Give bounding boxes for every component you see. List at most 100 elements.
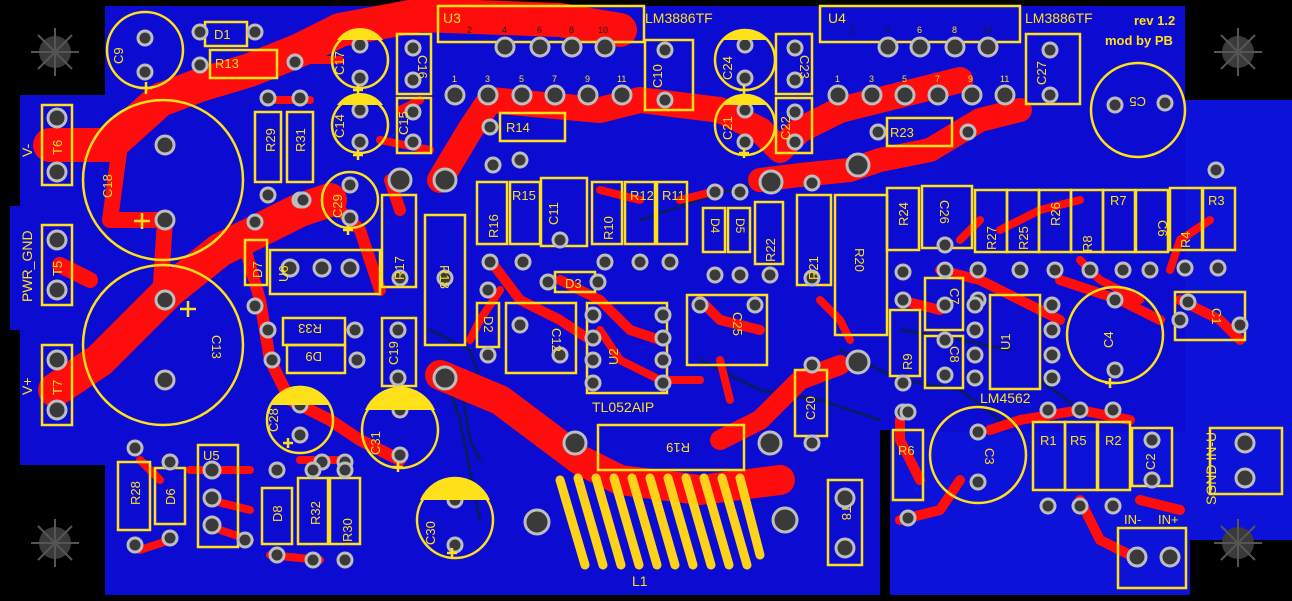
- label-c22: C22: [778, 116, 793, 140]
- u4-pin-1: 1: [835, 74, 840, 84]
- label-in-plus: IN+: [1158, 512, 1179, 527]
- label-r8: R8: [1080, 235, 1095, 252]
- label-u1-part: LM4562: [980, 390, 1031, 406]
- label-u4-part: LM3886TF: [1025, 10, 1093, 26]
- label-vplus: V+: [19, 377, 35, 395]
- label-c28: C28: [266, 408, 281, 432]
- label-d1: D1: [214, 27, 231, 42]
- label-c30: C30: [423, 521, 438, 545]
- label-u2: U2: [606, 348, 621, 365]
- label-r15: R15: [512, 188, 536, 203]
- u4-pin-6: 6: [917, 25, 922, 35]
- label-r13: R13: [215, 56, 239, 71]
- label-r18: R18: [437, 265, 452, 289]
- mounting-holes: [31, 28, 1262, 567]
- u4-pin-2: 2: [850, 25, 855, 35]
- label-r33: R33: [298, 321, 322, 336]
- label-c13: C13: [209, 335, 224, 359]
- label-r19: R19: [666, 440, 690, 455]
- label-c7: C7: [947, 288, 962, 305]
- u3-pin-5: 5: [519, 74, 524, 84]
- label-d5: D5: [733, 218, 747, 234]
- label-r5: R5: [1070, 433, 1087, 448]
- label-in-minus: IN-: [1124, 512, 1141, 527]
- u3-pin-10: 10: [598, 25, 608, 35]
- label-r32: R32: [308, 501, 323, 525]
- label-r10: R10: [601, 216, 616, 240]
- label-t7: T7: [50, 380, 65, 395]
- label-c26: C26: [937, 200, 952, 224]
- label-pwr-gnd: PWR_GND: [19, 230, 35, 302]
- u3-pin-4: 4: [502, 25, 507, 35]
- label-r27: R27: [984, 226, 999, 250]
- plus-markers: [134, 82, 1115, 558]
- label-r31: R31: [293, 128, 308, 152]
- label-r14: R14: [506, 120, 530, 135]
- board-right-pour: [890, 100, 1292, 595]
- label-c3: C3: [982, 448, 997, 465]
- label-r24: R24: [896, 202, 911, 226]
- u4-pin-7: 7: [935, 74, 940, 84]
- label-u3-part: LM3886TF: [645, 10, 713, 26]
- label-c12: C12: [549, 328, 564, 352]
- label-r16: R16: [486, 214, 501, 238]
- inductor-l1: [555, 473, 765, 570]
- u3-pin-3: 3: [485, 74, 490, 84]
- label-c27: C27: [1034, 61, 1049, 85]
- label-c4: C4: [1101, 331, 1116, 348]
- u3-pin-1: 1: [452, 74, 457, 84]
- u4-pin-9: 9: [968, 74, 973, 84]
- label-c21: C21: [720, 116, 735, 140]
- label-c5: C5: [1129, 94, 1146, 109]
- label-c2: C2: [1143, 453, 1158, 470]
- label-c23: C23: [797, 55, 812, 79]
- label-r29: R29: [263, 128, 278, 152]
- label-u1: U1: [998, 333, 1013, 350]
- label-t8: T8: [839, 505, 854, 520]
- label-r2: R2: [1105, 433, 1122, 448]
- label-u2-part: TL052AIP: [592, 399, 654, 415]
- label-r23: R23: [890, 125, 914, 140]
- label-t6: T6: [50, 140, 65, 155]
- label-c8: C8: [947, 346, 962, 363]
- label-c19: C19: [386, 341, 401, 365]
- label-c10: C10: [650, 64, 665, 88]
- label-r12: R12: [630, 188, 654, 203]
- label-u5: U5: [203, 448, 220, 463]
- label-c15: C15: [396, 111, 411, 135]
- u4-pin-3: 3: [869, 74, 874, 84]
- label-r6: R6: [898, 443, 915, 458]
- u3-pin-8: 8: [569, 25, 574, 35]
- label-r30: R30: [340, 518, 355, 542]
- label-u3: U3: [443, 10, 461, 26]
- label-c1: C1: [1209, 308, 1224, 325]
- label-d2: D2: [481, 316, 496, 333]
- label-r22: R22: [763, 238, 778, 262]
- label-r25: R25: [1016, 226, 1031, 250]
- label-c25: C25: [730, 312, 745, 336]
- label-c31: C31: [368, 431, 383, 455]
- pads: [46, 23, 1256, 569]
- label-d3: D3: [565, 276, 582, 291]
- label-c29: C29: [330, 194, 345, 218]
- label-t5: T5: [50, 261, 65, 276]
- u3-pin-9: 9: [585, 74, 590, 84]
- label-c11: C11: [546, 202, 561, 225]
- label-r4: R4: [1178, 231, 1193, 248]
- label-r11: R11: [662, 188, 685, 203]
- label-r9: R9: [900, 353, 915, 370]
- label-d8: D8: [270, 505, 285, 522]
- label-d4: D4: [708, 218, 722, 234]
- label-r3: R3: [1208, 193, 1225, 208]
- label-d7: D7: [250, 261, 265, 278]
- label-r21: R21: [806, 256, 821, 280]
- label-sgnd-in: SGND IN-U: [1203, 432, 1219, 505]
- u3-pin-11: 11: [617, 74, 626, 84]
- board-credit: mod by PB: [1105, 33, 1173, 48]
- label-r17: R17: [392, 256, 407, 280]
- u3-pin-2: 2: [467, 25, 472, 35]
- u4-pin-8: 8: [952, 25, 957, 35]
- u3-pin-6: 6: [537, 25, 542, 35]
